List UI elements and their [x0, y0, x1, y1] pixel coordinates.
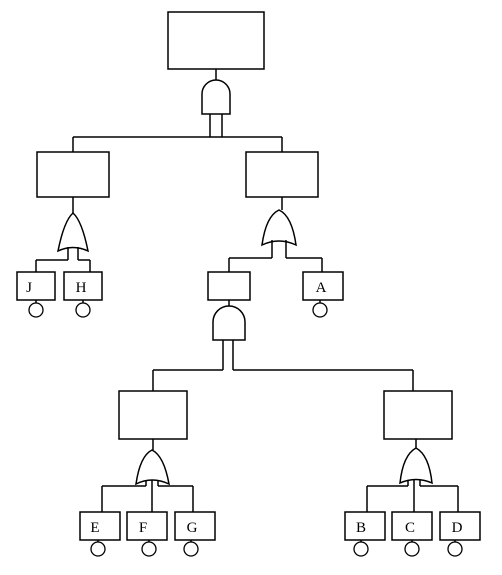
basic-event-f-box	[126, 511, 168, 541]
basic-event-h-label: H	[76, 280, 87, 296]
left-event-box	[36, 151, 110, 198]
basic-event-g-label: G	[187, 520, 198, 536]
basic-event-a-circle	[312, 302, 328, 318]
left-or-gate	[56, 211, 90, 253]
basic-event-c-box	[391, 511, 433, 541]
basic-event-g-circle	[183, 541, 199, 557]
basic-event-h-circle	[75, 302, 91, 318]
basic-event-d-label: D	[452, 520, 463, 536]
basic-event-b-box	[344, 511, 386, 541]
basic-event-b-circle	[353, 541, 369, 557]
lower-right-event-box	[383, 390, 453, 440]
basic-event-f-circle	[141, 541, 157, 557]
right-or-gate	[261, 209, 297, 247]
basic-event-a-label: A	[316, 280, 327, 296]
basic-event-a-box	[302, 271, 344, 301]
right-event-box	[245, 151, 319, 198]
basic-event-d-circle	[447, 541, 463, 557]
basic-event-e-circle	[90, 541, 106, 557]
middle-and-gate	[212, 305, 246, 341]
lower-right-or-gate	[399, 447, 433, 485]
lower-left-event-box	[118, 390, 188, 440]
basic-event-b-label: B	[356, 520, 366, 536]
basic-event-j-circle	[28, 302, 44, 318]
basic-event-g-box	[174, 511, 216, 541]
top-and-gate	[201, 79, 231, 115]
lower-left-or-gate	[135, 449, 170, 486]
middle-event-box	[207, 271, 251, 301]
basic-event-c-circle	[404, 541, 420, 557]
top-event-box	[167, 11, 265, 70]
basic-event-c-label: C	[405, 520, 415, 536]
basic-event-e-label: E	[90, 520, 99, 536]
basic-event-j-box	[16, 271, 56, 301]
basic-event-e-box	[79, 511, 121, 541]
basic-event-j-label: J	[26, 280, 32, 296]
basic-event-f-label: F	[139, 520, 147, 536]
basic-event-d-box	[439, 511, 481, 541]
